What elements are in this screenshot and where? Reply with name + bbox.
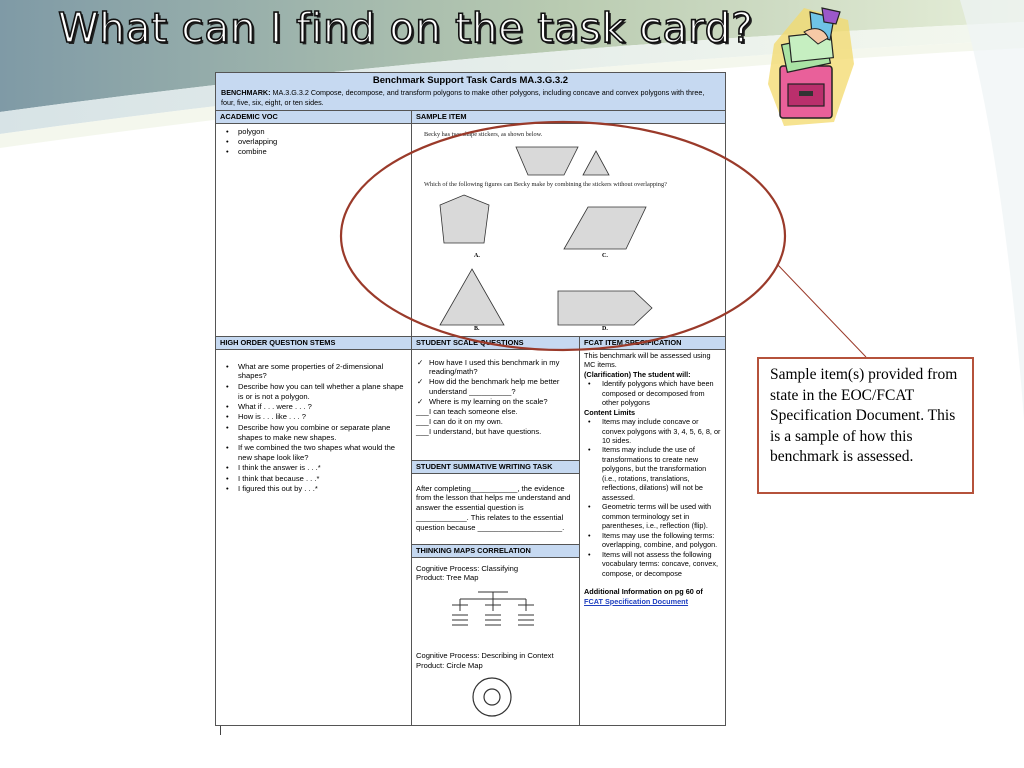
sample-item-section: SAMPLE ITEM Becky has two shape stickers… — [412, 111, 725, 337]
tree-map-icon — [452, 591, 534, 626]
fcat-clarification-label: (Clarification) The student will: — [584, 369, 691, 379]
high-order-header: HIGH ORDER QUESTION STEMS — [216, 337, 411, 350]
scale-question: How have I used this benchmark in my rea… — [416, 358, 575, 378]
card-header: Benchmark Support Task Cards MA.3.G.3.2 … — [216, 73, 725, 111]
page-tick-mark — [220, 726, 221, 735]
thinking-maps-section: THINKING MAPS CORRELATION Cognitive Proc… — [412, 545, 580, 725]
question-stem: How is . . . like . . . ? — [226, 412, 407, 422]
fcat-header: FCAT ITEM SPECIFICATION — [580, 337, 725, 350]
high-order-section: HIGH ORDER QUESTION STEMS What are some … — [216, 337, 412, 725]
question-stem: Describe how you can tell whether a plan… — [226, 382, 407, 402]
benchmark-statement: BENCHMARK: MA.3.G.3.2 Compose, decompose… — [216, 87, 725, 110]
choice-d-label: D. — [602, 326, 608, 332]
fcat-clarification-item: Identify polygons which have been compos… — [584, 379, 721, 407]
question-stem: I think that because . . .* — [226, 474, 407, 484]
callout-box: Sample item(s) provided from state in th… — [757, 357, 974, 494]
question-stem: What are some properties of 2-dimensiona… — [226, 362, 407, 382]
slide-title: What can I find on the task card? — [57, 3, 754, 53]
fcat-additional-label: Additional Information on pg 60 of — [584, 587, 703, 597]
question-stem: If we combined the two shapes what would… — [226, 443, 407, 463]
scale-questions-section: STUDENT SCALE QUESTIONS How have I used … — [412, 337, 580, 461]
choice-c-label: C. — [602, 253, 608, 259]
thinking-maps-process-1: Cognitive Process: Classifying — [416, 563, 519, 573]
scale-level: I understand, but have questions. — [416, 427, 575, 437]
fcat-spec-link[interactable]: FCAT Specification Document — [584, 596, 689, 606]
triangle-sticker — [582, 150, 610, 176]
question-stem: I figured this out by . . .* — [226, 484, 407, 494]
scale-level: I can teach someone else. — [416, 407, 575, 417]
trapezoid-sticker — [515, 146, 579, 176]
scale-questions-header: STUDENT SCALE QUESTIONS — [412, 337, 579, 350]
scale-question: Where is my learning on the scale? — [416, 397, 575, 407]
scale-level: I can do it on my own. — [416, 417, 575, 427]
summative-section: STUDENT SUMMATIVE WRITING TASK After com… — [412, 461, 580, 545]
question-stem: I think the answer is . . .* — [226, 463, 407, 473]
sample-item-shapes — [439, 146, 653, 326]
file-drawer-clipart — [768, 7, 854, 126]
arrow-pentagon-choice — [557, 290, 653, 326]
fcat-body: This benchmark will be assessed using MC… — [580, 350, 725, 607]
thinking-maps-product-2: Product: Circle Map — [416, 661, 483, 670]
academic-voc-section: ACADEMIC VOC polygon overlapping combine — [216, 111, 412, 337]
fcat-content-limits-label: Content Limits — [584, 407, 636, 417]
thinking-maps-process-2: Cognitive Process: Describing in Context — [416, 651, 554, 660]
parallelogram-choice — [563, 206, 647, 250]
voc-item: combine — [226, 147, 407, 157]
benchmark-label: BENCHMARK: — [221, 88, 271, 98]
task-card-document: Benchmark Support Task Cards MA.3.G.3.2 … — [215, 72, 726, 726]
fcat-intro: This benchmark will be assessed using MC… — [584, 350, 711, 370]
benchmark-text: MA.3.G.3.2 Compose, decompose, and trans… — [221, 88, 705, 107]
fcat-content-item: Geometric terms will be used with common… — [584, 502, 721, 530]
summative-text: After completing___________, the evidenc… — [416, 483, 571, 533]
fcat-content-item: Items may include concave or convex poly… — [584, 417, 721, 445]
choice-a-label: A. — [474, 253, 480, 259]
triangle-choice — [439, 268, 505, 326]
question-stem: Describe how you combine or separate pla… — [226, 423, 407, 443]
circle-map-icon — [472, 677, 512, 717]
voc-item: overlapping — [226, 137, 407, 147]
fcat-additional-info: Additional Information on pg 60 of FCAT … — [584, 587, 721, 606]
choice-b-label: B. — [474, 326, 480, 332]
academic-voc-header: ACADEMIC VOC — [216, 111, 411, 124]
fcat-content-item: Items may use the following terms: overl… — [584, 531, 721, 550]
question-stem: What if . . . were . . . ? — [226, 402, 407, 412]
pentagon-choice — [439, 194, 490, 244]
fcat-section: FCAT ITEM SPECIFICATION This benchmark w… — [580, 337, 725, 725]
thinking-maps-header: THINKING MAPS CORRELATION — [412, 545, 579, 558]
scale-question: How did the benchmark help me better und… — [416, 377, 575, 397]
thinking-maps-product-1: Product: Tree Map — [416, 573, 479, 583]
card-title: Benchmark Support Task Cards MA.3.G.3.2 — [372, 75, 569, 86]
summative-header: STUDENT SUMMATIVE WRITING TASK — [412, 461, 579, 474]
voc-item: polygon — [226, 127, 407, 137]
fcat-content-item: Items may include the use of transformat… — [584, 445, 721, 502]
fcat-content-item: Items will not assess the following voca… — [584, 550, 721, 578]
